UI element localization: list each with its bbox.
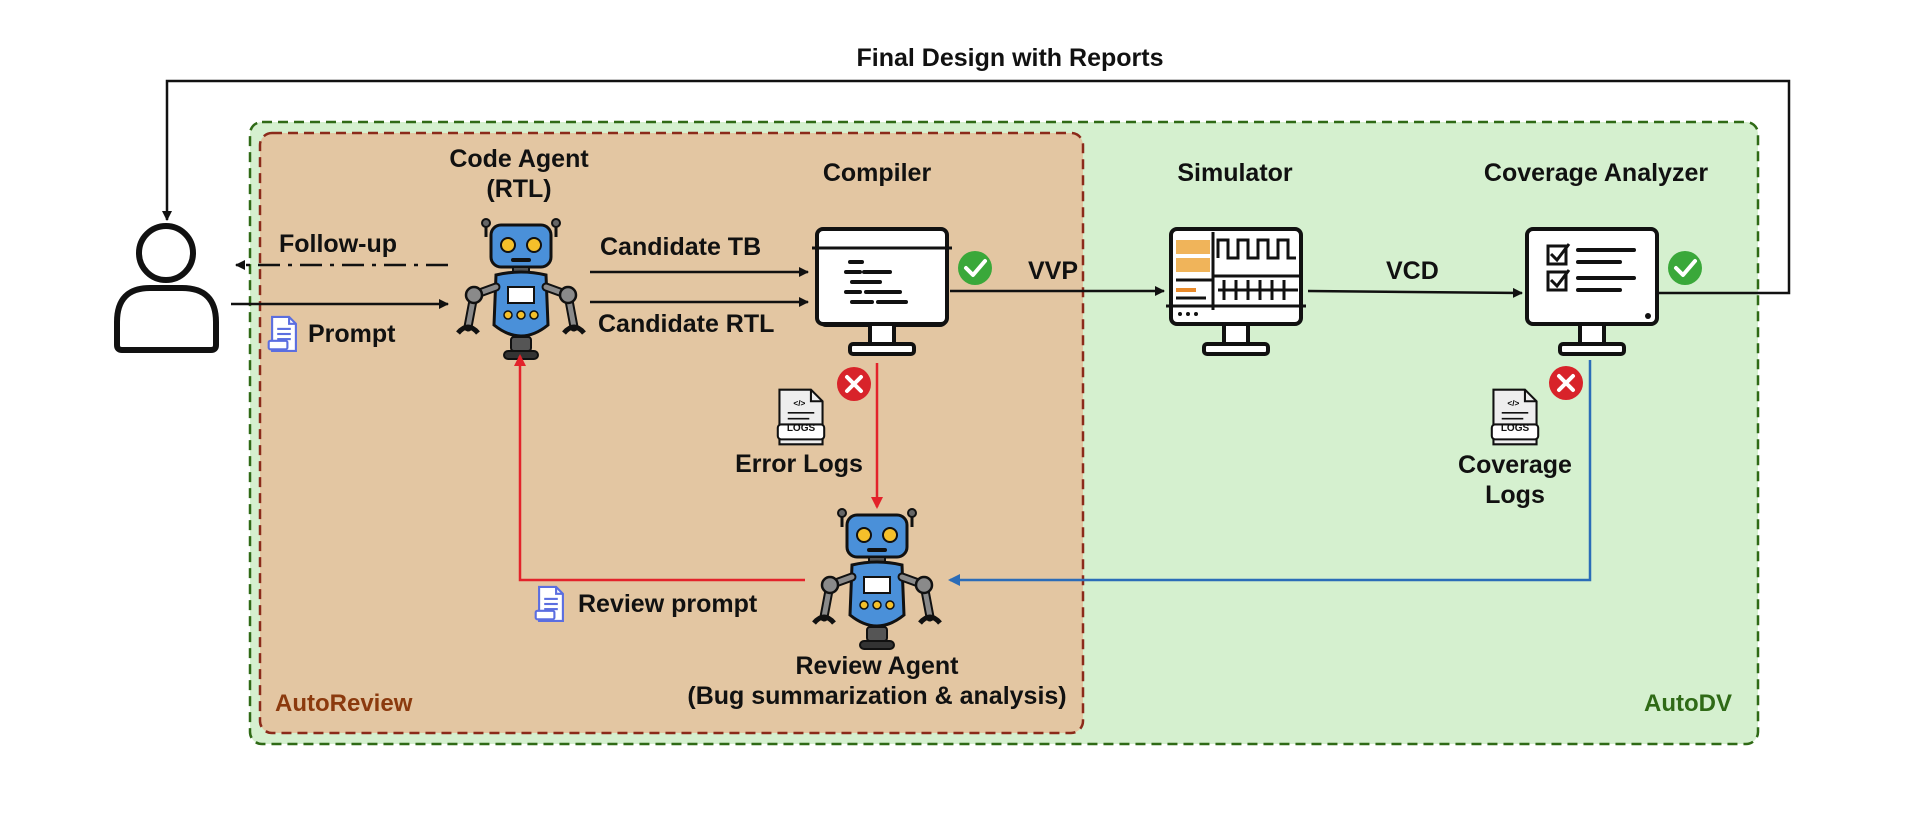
- error-log-file-icon: [776, 388, 826, 446]
- coverage-logs-label: Coverage Logs: [1458, 450, 1572, 510]
- coverage-fail-x-icon: [1549, 366, 1583, 400]
- review-agent-label: Review Agent (Bug summarization & analys…: [687, 651, 1066, 711]
- code-agent-label: Code Agent (RTL): [449, 144, 588, 204]
- error-logs-label: Error Logs: [735, 450, 863, 478]
- coverage-log-file-icon: [1490, 388, 1540, 446]
- code-agent-label-line2: (RTL): [486, 175, 552, 203]
- review-prompt-edge: [514, 354, 805, 582]
- compiler-label: Compiler: [822, 159, 932, 187]
- autodv-group-label: AutoDV: [1644, 690, 1732, 717]
- compiler-monitor-icon: [812, 227, 952, 356]
- coverage-logs-label-line1: Coverage: [1458, 451, 1572, 479]
- coverage-analyzer-label: Coverage Analyzer: [1483, 159, 1709, 187]
- vcd-label: VCD: [1386, 257, 1439, 285]
- review-agent-label-line1: Review Agent: [795, 652, 959, 680]
- simulator-label: Simulator: [1177, 159, 1293, 187]
- code-agent-label-line1: Code Agent: [449, 145, 589, 173]
- compiler-success-check-icon: [958, 251, 992, 285]
- prompt-doc-icon: [267, 315, 298, 353]
- review-prompt-doc-icon: [534, 585, 565, 623]
- coverage-analyzer-monitor-icon: [1525, 227, 1659, 356]
- coverage-logs-label-line2: Logs: [1485, 481, 1545, 509]
- compiler-fail-x-icon: [837, 367, 871, 401]
- follow-up-label: Follow-up: [279, 230, 398, 258]
- user-icon: [114, 223, 219, 353]
- coverage-success-check-icon: [1668, 251, 1702, 285]
- final-design-edge: [162, 79, 1791, 295]
- coverage-logs-edge: [948, 360, 1592, 586]
- candidate-tb-label: Candidate TB: [600, 233, 762, 261]
- vvp-label: VVP: [1028, 257, 1079, 285]
- candidate-rtl-label: Candidate RTL: [598, 310, 775, 338]
- coverage-log-badge-text: LOGS: [1500, 423, 1530, 434]
- vcd-edge: [1307, 287, 1523, 298]
- autoreview-group-box: [258, 131, 1085, 735]
- prompt-label: Prompt: [308, 320, 396, 348]
- simulator-monitor-icon: [1166, 227, 1306, 356]
- autoreview-group-label: AutoReview: [275, 690, 413, 717]
- final-design-label: Final Design with Reports: [856, 44, 1164, 72]
- review-prompt-label: Review prompt: [578, 590, 758, 618]
- review-agent-label-line2: (Bug summarization & analysis): [687, 682, 1067, 710]
- error-log-badge-text: LOGS: [786, 423, 816, 434]
